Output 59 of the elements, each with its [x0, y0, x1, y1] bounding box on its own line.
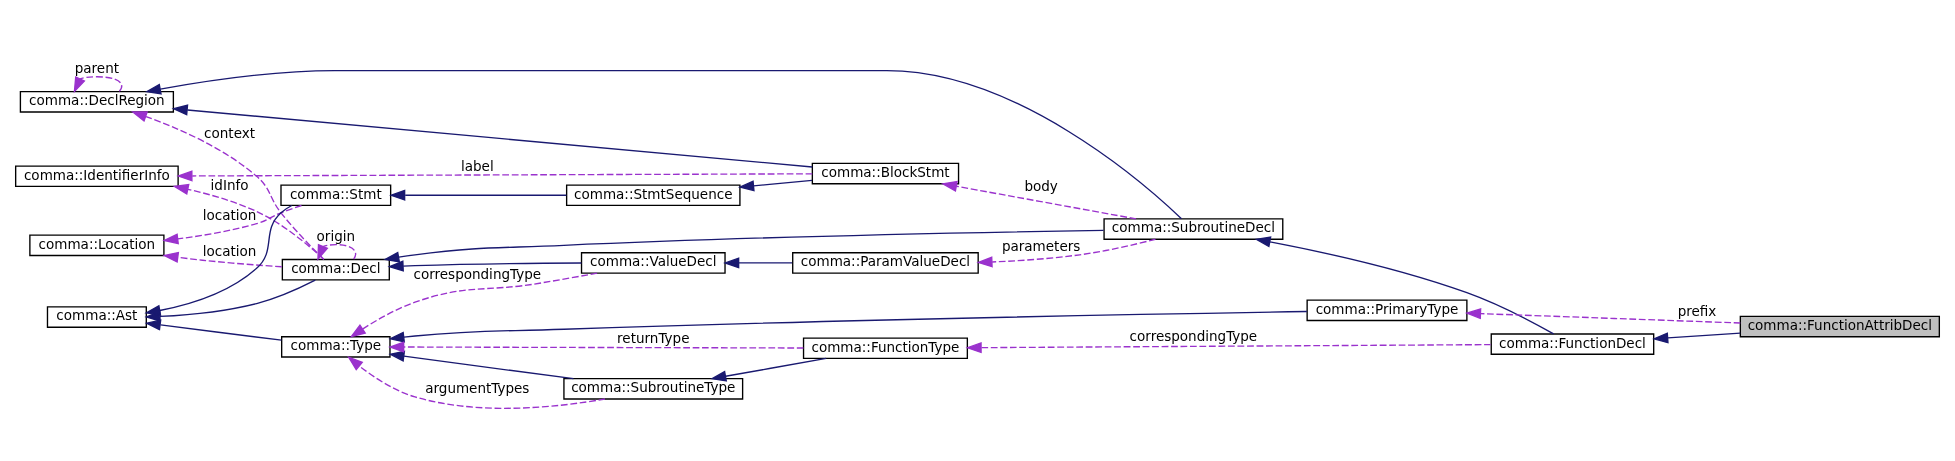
edge-label: label [460, 157, 494, 174]
arrow [723, 257, 793, 269]
arrow [144, 204, 293, 317]
arrow [144, 319, 283, 341]
arrow [389, 189, 567, 201]
edge-label: location [202, 206, 257, 223]
edge-label: argumentTypes [425, 379, 530, 396]
node-box: comma::FunctionAttribDecl [1739, 315, 1940, 338]
edge-label: correspondingType [1129, 328, 1258, 345]
node-box: comma::Type [281, 336, 391, 358]
edge-label: parameters [1001, 237, 1081, 254]
node-box: comma::BlockStmt [811, 162, 960, 185]
arrow [130, 111, 325, 260]
node-box: comma::ValueDecl [580, 252, 726, 274]
node-box: comma::ParamValueDecl [792, 252, 979, 274]
node-box: comma::DeclRegion [19, 91, 175, 113]
node-box: comma::Location [29, 234, 165, 257]
arrow [176, 170, 813, 182]
node-box: comma::FunctionDecl [1490, 333, 1655, 355]
arrow [1254, 236, 1555, 335]
arrow [317, 243, 357, 262]
arrow [144, 70, 1183, 220]
arrow [1652, 332, 1741, 344]
arrow [1464, 307, 1741, 324]
edge-label: context [204, 125, 256, 142]
edge-label: origin [316, 227, 356, 244]
edge-label: prefix [1677, 302, 1717, 319]
arrow [347, 356, 606, 409]
arrow [388, 310, 1308, 343]
edge-label: body [1024, 178, 1058, 195]
node-box: comma::Stmt [280, 184, 392, 207]
edge-label: location [202, 243, 257, 260]
arrow [349, 272, 598, 338]
arrow [737, 179, 813, 192]
arrow [383, 229, 1105, 263]
node-box: comma::SubroutineDecl [1103, 218, 1284, 240]
arrow [171, 104, 813, 168]
arrow [388, 350, 575, 380]
arrow [965, 341, 1492, 354]
arrow [162, 204, 303, 245]
node-box: comma::StmtSequence [565, 184, 741, 207]
arrow [387, 260, 583, 272]
arrow [940, 180, 1137, 220]
arrow [73, 76, 123, 94]
node-box: comma::IdentifierInfo [15, 165, 179, 188]
arrow [172, 183, 325, 261]
node-box: comma::Ast [46, 306, 147, 328]
edge-label: idInfo [210, 176, 249, 193]
arrow [162, 251, 283, 268]
node-box: comma::FunctionType [802, 337, 969, 360]
node-box: comma::Decl [281, 258, 390, 281]
edge-label: returnType [617, 329, 690, 346]
edge-label: parent [74, 59, 120, 76]
arrow [976, 238, 1157, 268]
node-box: comma::PrimaryType [1306, 299, 1468, 322]
arrow [388, 341, 805, 353]
node-box: comma::SubroutineType [563, 378, 744, 400]
edge-label: correspondingType [413, 266, 542, 283]
arrow [710, 357, 827, 382]
